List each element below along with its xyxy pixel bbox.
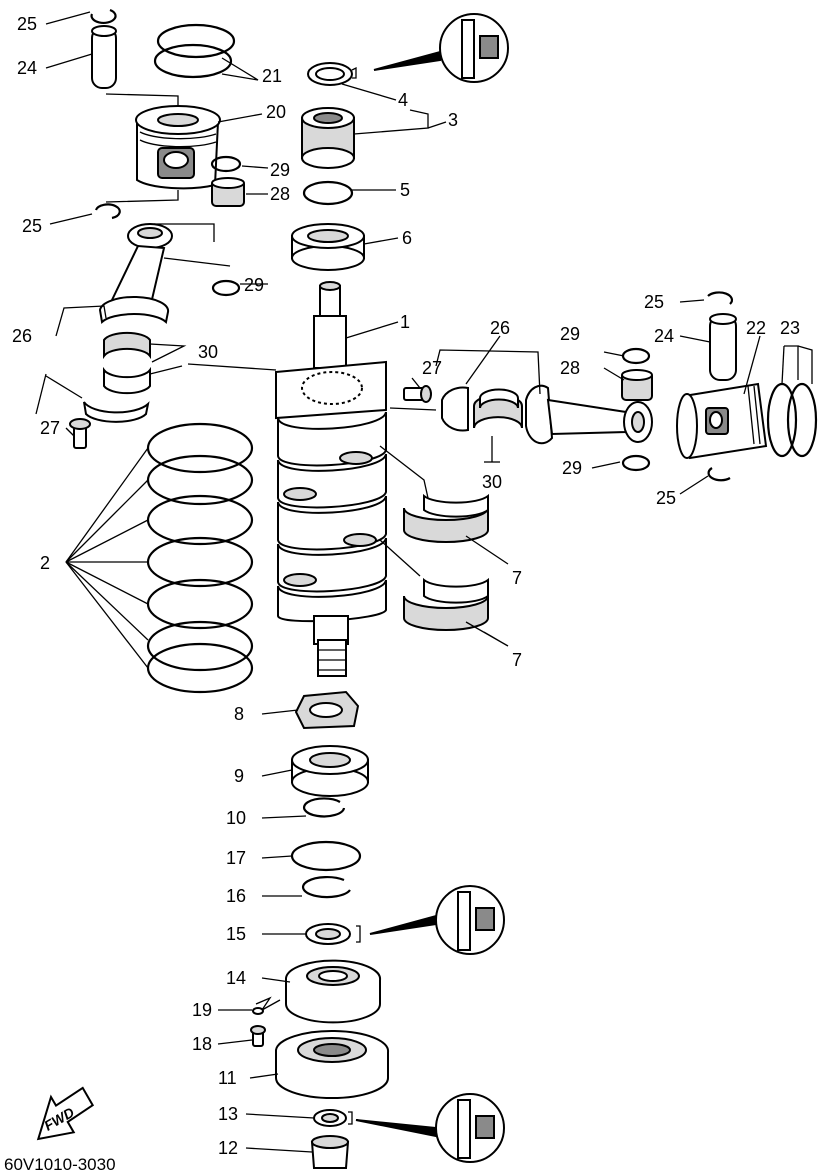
label-3: 3 <box>448 110 458 130</box>
label-11: 11 <box>218 1068 237 1088</box>
label-4: 4 <box>398 90 408 110</box>
label-24: 24 <box>17 58 37 78</box>
label-25: 25 <box>17 14 37 34</box>
label-8: 8 <box>234 704 244 724</box>
magnify-callout-icon <box>355 1093 505 1163</box>
o-ring-part <box>302 180 354 206</box>
crankshaft-part <box>275 281 387 677</box>
label-28: 28 <box>560 358 580 378</box>
circlip-part <box>707 291 733 305</box>
thrust-washer-part <box>621 347 651 365</box>
label-25: 25 <box>656 488 676 508</box>
label-7: 7 <box>512 650 522 670</box>
label-30: 30 <box>482 472 502 492</box>
label-17: 17 <box>226 848 246 868</box>
label-29: 29 <box>562 458 582 478</box>
label-14: 14 <box>226 968 246 988</box>
label-21: 21 <box>262 66 282 86</box>
rod-cap-part <box>441 386 469 432</box>
lower-ball-bearing-part <box>291 745 369 797</box>
left-piston-assembly <box>69 8 245 449</box>
connecting-rod-part <box>525 384 653 445</box>
label-23: 23 <box>780 318 800 338</box>
label-29: 29 <box>270 160 290 180</box>
label-16: 16 <box>226 886 246 906</box>
label-29: 29 <box>560 324 580 344</box>
crank-seal-rings <box>146 422 254 694</box>
magnify-callout-icon <box>373 13 509 83</box>
label-2: 2 <box>40 553 50 573</box>
label-9: 9 <box>234 766 244 786</box>
part-number-labels: 25 24 21 20 29 28 25 29 26 30 27 4 3 5 6… <box>12 14 800 1158</box>
ball-bearing-part <box>291 223 365 271</box>
piston-ring-part <box>156 23 236 59</box>
label-26: 26 <box>12 326 32 346</box>
thrust-washer-part <box>210 155 242 173</box>
label-20: 20 <box>266 102 286 122</box>
label-27: 27 <box>40 418 60 438</box>
label-5: 5 <box>400 180 410 200</box>
piston-part <box>135 105 221 190</box>
circlip-part <box>94 203 121 220</box>
circlip-part <box>90 8 117 24</box>
magnify-callout-icon <box>369 885 505 955</box>
big-end-bearing-part <box>103 331 151 360</box>
snap-ring-part <box>303 797 346 818</box>
label-15: 15 <box>226 924 246 944</box>
label-30: 30 <box>198 342 218 362</box>
upper-bearing-part <box>301 107 355 169</box>
label-7: 7 <box>512 568 522 588</box>
label-1: 1 <box>400 312 410 332</box>
label-29: 29 <box>244 275 264 295</box>
label-19: 19 <box>192 1000 212 1020</box>
fwd-arrow-icon: FWD <box>36 1086 95 1141</box>
label-13: 13 <box>218 1104 238 1124</box>
circlip-part <box>301 875 351 899</box>
label-12: 12 <box>218 1138 238 1158</box>
washer-part <box>252 1007 264 1015</box>
label-10: 10 <box>226 808 246 828</box>
lower-parts <box>250 690 390 1169</box>
label-25: 25 <box>644 292 664 312</box>
main-bearing-parts <box>403 493 489 631</box>
upper-bearing-parts <box>291 62 365 271</box>
diagram-code: 60V1010-3030 <box>4 1155 116 1174</box>
bearing-housing-part <box>285 959 382 1024</box>
o-ring-part <box>290 840 362 872</box>
right-piston-assembly <box>403 291 818 482</box>
connecting-rod-part <box>98 223 173 325</box>
leader-lines <box>35 11 813 1153</box>
rod-cap-part <box>83 401 150 423</box>
lower-housing-part <box>275 1029 390 1099</box>
label-27: 27 <box>422 358 442 378</box>
label-18: 18 <box>192 1034 212 1054</box>
label-6: 6 <box>402 228 412 248</box>
piston-pin-part <box>709 315 737 381</box>
label-28: 28 <box>270 184 290 204</box>
circlip-part <box>707 467 731 482</box>
piston-part <box>676 382 768 460</box>
label-24: 24 <box>654 326 674 346</box>
label-25: 25 <box>22 216 42 236</box>
label-22: 22 <box>746 318 766 338</box>
label-26: 26 <box>490 318 510 338</box>
